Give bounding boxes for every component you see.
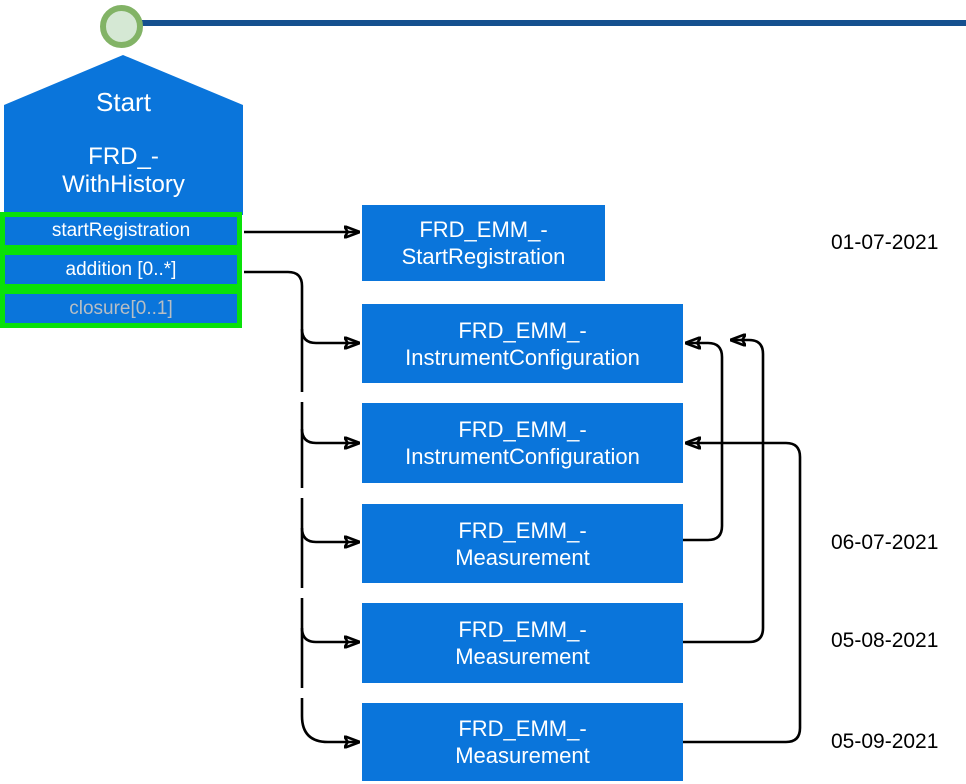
edge-addition-to-instrumentconfig-1 — [300, 328, 359, 343]
edge-addition-to-measurement-2 — [300, 627, 359, 642]
start-node: Start FRD_- WithHistory — [4, 55, 243, 215]
op-row-addition: addition [0..*] — [0, 250, 242, 289]
op-row-startregistration: startRegistration — [0, 212, 242, 250]
node-measurement-2-line1: FRD_EMM_- — [458, 617, 587, 642]
op-row-closure: closure[0..1] — [0, 289, 242, 328]
node-measurement-1-line2: Measurement — [455, 544, 590, 570]
edge-measurement2-to-instrumentconfig1 — [683, 340, 765, 644]
date-label-4: 05-09-2021 — [831, 730, 939, 753]
node-measurement-3: FRD_EMM_- Measurement — [362, 703, 683, 781]
node-measurement-2: FRD_EMM_- Measurement — [362, 603, 683, 683]
edge-addition-to-measurement-1 — [300, 527, 359, 542]
date-label-2: 06-07-2021 — [831, 531, 939, 554]
edge-addition-to-measurement-3 — [300, 715, 359, 742]
node-startregistration-line2: StartRegistration — [401, 244, 566, 269]
node-instrumentconfiguration-1-line2: InstrumentConfiguration — [405, 344, 640, 370]
timeline-start-circle — [100, 5, 143, 48]
node-measurement-3-line2: Measurement — [455, 743, 590, 768]
node-startregistration: FRD_EMM_- StartRegistration — [362, 205, 605, 281]
timeline-line — [141, 20, 966, 26]
start-node-name: FRD_- WithHistory — [4, 143, 243, 199]
date-label-1: 01-07-2021 — [831, 231, 939, 254]
date-label-3: 05-08-2021 — [831, 629, 939, 652]
node-instrumentconfiguration-2-line2: InstrumentConfiguration — [405, 444, 640, 469]
op-row-addition-label: addition [0..*] — [65, 258, 177, 280]
op-row-closure-label: closure[0..1] — [69, 297, 173, 319]
node-measurement-1: FRD_EMM_- Measurement — [362, 504, 683, 583]
start-node-name-line2: WithHistory — [62, 171, 185, 198]
node-instrumentconfiguration-2-line1: FRD_EMM_- — [458, 417, 587, 442]
node-measurement-2-line2: Measurement — [455, 644, 590, 669]
start-node-label: Start — [96, 87, 151, 117]
node-measurement-3-line1: FRD_EMM_- — [458, 716, 587, 741]
node-instrumentconfiguration-2: FRD_EMM_- InstrumentConfiguration — [362, 403, 683, 483]
edge-measurement3-to-instrumentconfig2 — [683, 443, 802, 744]
start-node-name-line1: FRD_- — [88, 143, 159, 170]
node-instrumentconfiguration-1-line1: FRD_EMM_- — [458, 317, 587, 343]
edge-addition-to-instrumentconfig-2 — [300, 428, 359, 443]
node-startregistration-line1: FRD_EMM_- — [419, 217, 548, 242]
node-instrumentconfiguration-1: FRD_EMM_- InstrumentConfiguration — [362, 304, 683, 383]
edge-measurement1-to-instrumentconfig1 — [683, 343, 724, 542]
edge-addition-trunk — [244, 270, 304, 716]
op-row-startregistration-label: startRegistration — [51, 220, 191, 241]
node-measurement-1-line1: FRD_EMM_- — [458, 517, 587, 543]
